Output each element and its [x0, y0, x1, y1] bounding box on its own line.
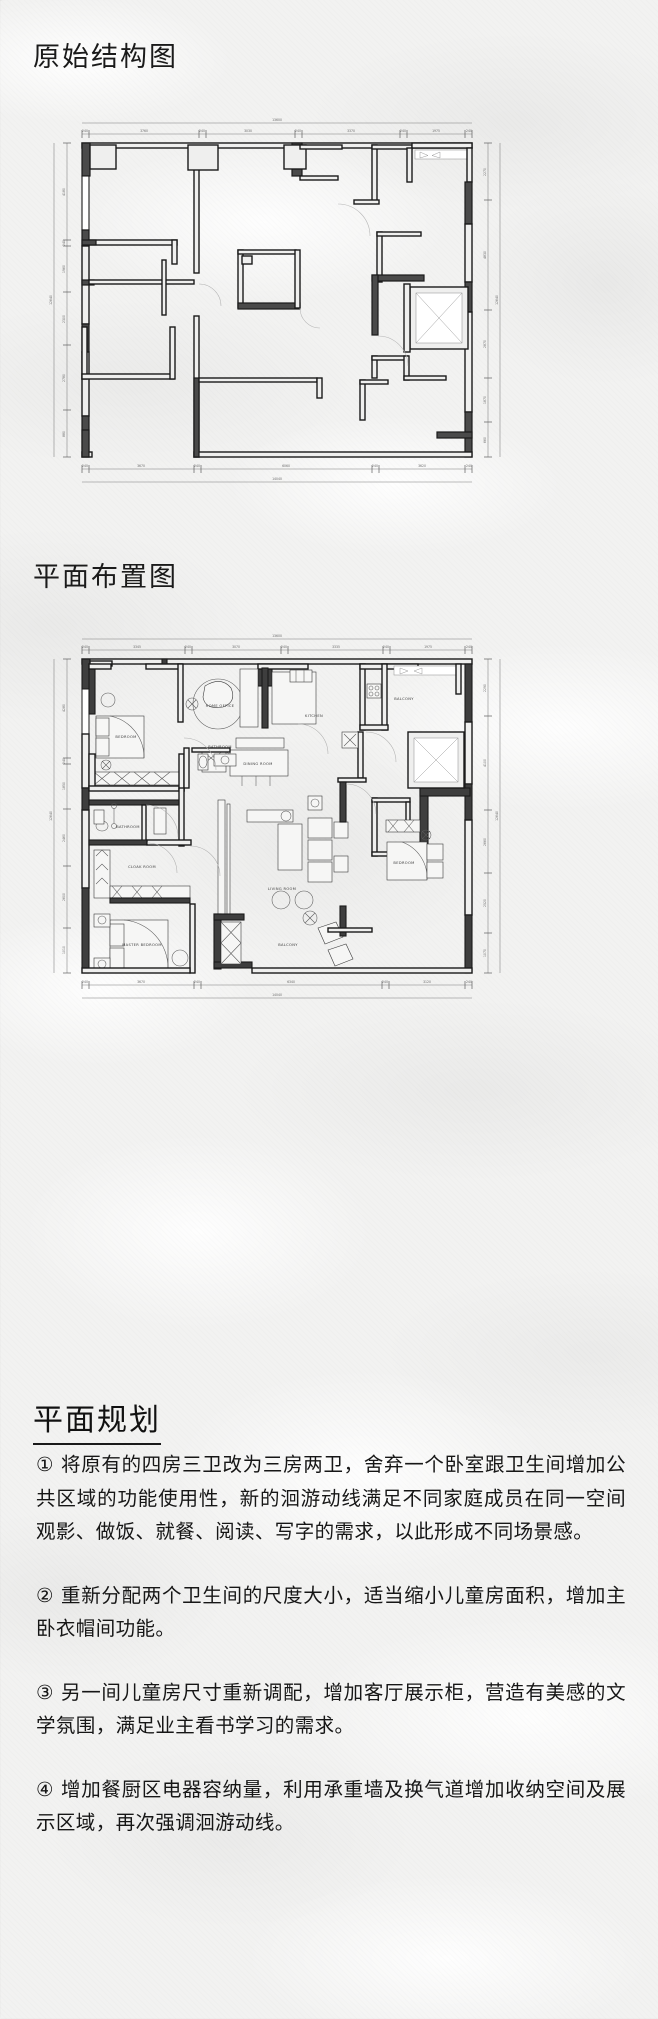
- svg-text:240: 240: [82, 129, 88, 133]
- planning-note-3: ③ 另一间儿童房尺寸重新调配，增加客厅展示柜，营造有美感的文学氛围，满足业主看书…: [36, 1680, 626, 1738]
- page-title-planning: 平面规划: [33, 1395, 161, 1445]
- svg-text:240: 240: [372, 464, 378, 468]
- svg-text:2460: 2460: [62, 834, 66, 842]
- svg-text:3760: 3760: [140, 129, 148, 133]
- room-label-balcony-1: BALCONY: [394, 697, 414, 701]
- original-structure-floor-plan: .w { fill:#efefee; stroke:#1a1a1a; strok…: [42, 112, 512, 490]
- plan2-right-dimension-chain: 12640 2290 4100 2660 2520 1070: [483, 658, 501, 974]
- svg-text:240: 240: [199, 129, 205, 133]
- planning-note-2: ② 重新分配两个卫生间的尺度大小，适当缩小儿童房面积，增加主卧衣帽间功能。: [36, 1583, 626, 1641]
- room-label-living-room: LIVING ROOM: [268, 887, 296, 891]
- svg-text:240: 240: [466, 464, 472, 468]
- svg-text:3030: 3030: [244, 129, 252, 133]
- svg-text:1960: 1960: [62, 265, 66, 273]
- svg-text:240: 240: [281, 645, 287, 649]
- svg-text:240: 240: [194, 464, 200, 468]
- furniture-layout-floor-plan: .w2 { fill:#efefee; stroke:#1a1a1a; stro…: [42, 628, 512, 1006]
- svg-text:2290: 2290: [483, 684, 487, 692]
- room-label-home-office: HOME OFFICE: [206, 704, 235, 708]
- svg-text:2780: 2780: [62, 374, 66, 382]
- svg-text:240: 240: [466, 129, 472, 133]
- svg-text:240: 240: [466, 980, 472, 984]
- svg-text:1975: 1975: [432, 129, 440, 133]
- svg-text:880: 880: [62, 431, 66, 437]
- svg-text:12640: 12640: [49, 295, 53, 305]
- room-label-bedroom-2: BEDROOM: [393, 861, 414, 865]
- svg-text:3670: 3670: [137, 980, 145, 984]
- svg-text:2520: 2520: [483, 899, 487, 907]
- svg-text:240: 240: [382, 980, 388, 984]
- svg-text:1850: 1850: [62, 782, 66, 790]
- svg-text:240: 240: [383, 645, 389, 649]
- svg-text:1010: 1010: [62, 946, 66, 954]
- svg-text:3670: 3670: [137, 464, 145, 468]
- svg-text:13600: 13600: [272, 634, 282, 638]
- plan2-walls-and-furniture: BEDROOM HOME OFFICE: [81, 658, 473, 974]
- section-title-original-structure: 原始结构图: [33, 42, 178, 72]
- room-label-kitchen: KITCHEN: [305, 714, 323, 718]
- svg-text:12640: 12640: [495, 295, 499, 305]
- svg-text:2870: 2870: [483, 340, 487, 348]
- room-label-bedroom-1: BEDROOM: [115, 735, 136, 739]
- svg-text:240: 240: [185, 645, 191, 649]
- svg-text:240: 240: [62, 758, 66, 764]
- svg-text:12640: 12640: [495, 811, 499, 821]
- plan1-bottom-dimension-chain: 240 3670 240 6060 240 3620 240 14040: [81, 464, 473, 483]
- room-label-dining-room: DINING ROOM: [243, 762, 272, 766]
- svg-text:4830: 4830: [483, 251, 487, 259]
- plan1-walls: [81, 142, 473, 458]
- svg-text:240: 240: [295, 129, 301, 133]
- room-label-bathroom-1: BATHROOM: [208, 745, 232, 749]
- svg-text:3335: 3335: [332, 645, 340, 649]
- planning-note-4: ④ 增加餐厨区电器容纳量，利用承重墙及换气道增加收纳空间及展示区域，再次强调洄游…: [36, 1777, 626, 1835]
- section-title-furniture-layout: 平面布置图: [33, 562, 178, 592]
- planning-note-1: ① 将原有的四房三卫改为三房两卫，舍弃一个卧室跟卫生间增加公共区域的功能使用性，…: [36, 1453, 626, 1544]
- svg-text:1975: 1975: [424, 645, 432, 649]
- svg-text:6060: 6060: [282, 464, 290, 468]
- svg-text:3120: 3120: [423, 980, 431, 984]
- plan2-top-dimension-chain: 13600 240 3345 240 3070 240 3335 240 197…: [81, 634, 473, 654]
- svg-text:240: 240: [62, 240, 66, 246]
- room-label-cloak-room: CLOAK ROOM: [128, 865, 156, 869]
- room-label-balcony-2: BALCONY: [278, 943, 298, 947]
- svg-text:240: 240: [194, 980, 200, 984]
- svg-text:2300: 2300: [62, 315, 66, 323]
- svg-text:4100: 4100: [483, 759, 487, 767]
- svg-text:240: 240: [82, 980, 88, 984]
- svg-text:3370: 3370: [347, 129, 355, 133]
- svg-text:13600: 13600: [272, 118, 282, 122]
- plan2-bottom-dimension-chain: 240 3670 240 6340 240 3120 240 14040: [81, 980, 473, 999]
- svg-text:240: 240: [466, 645, 472, 649]
- svg-text:1070: 1070: [483, 949, 487, 957]
- svg-text:6340: 6340: [287, 980, 295, 984]
- plan2-left-dimension-chain: 12640 4280 240 1850 2460 2600 1010: [49, 658, 71, 974]
- svg-text:240: 240: [400, 129, 406, 133]
- svg-text:2660: 2660: [483, 838, 487, 846]
- svg-text:240: 240: [82, 645, 88, 649]
- plan1-right-dimension-chain: 12640 2270 4830 2870 1870 660: [483, 142, 501, 458]
- svg-text:3620: 3620: [418, 464, 426, 468]
- svg-text:12640: 12640: [49, 811, 53, 821]
- svg-text:4180: 4180: [62, 188, 66, 196]
- svg-text:4280: 4280: [62, 704, 66, 712]
- svg-text:3070: 3070: [232, 645, 240, 649]
- svg-text:14040: 14040: [272, 993, 282, 997]
- planning-notes-list: ① 将原有的四房三卫改为三房两卫，舍弃一个卧室跟卫生间增加公共区域的功能使用性，…: [36, 1448, 626, 1840]
- svg-text:2270: 2270: [483, 168, 487, 176]
- room-label-master-bedroom: MASTER BEDROOM: [122, 943, 162, 947]
- svg-text:1870: 1870: [483, 396, 487, 404]
- svg-text:3345: 3345: [133, 645, 141, 649]
- plan1-top-dimension-chain: 13600 240 3760 240 3030: [81, 118, 473, 138]
- plan1-left-dimension-chain: 12640 4180 240 1960 2300 2780 880: [49, 142, 71, 458]
- svg-text:240: 240: [82, 464, 88, 468]
- svg-text:2600: 2600: [62, 893, 66, 901]
- svg-text:660: 660: [483, 437, 487, 443]
- svg-text:14040: 14040: [272, 477, 282, 481]
- room-label-bathroom-2: BATHROOM: [116, 825, 140, 829]
